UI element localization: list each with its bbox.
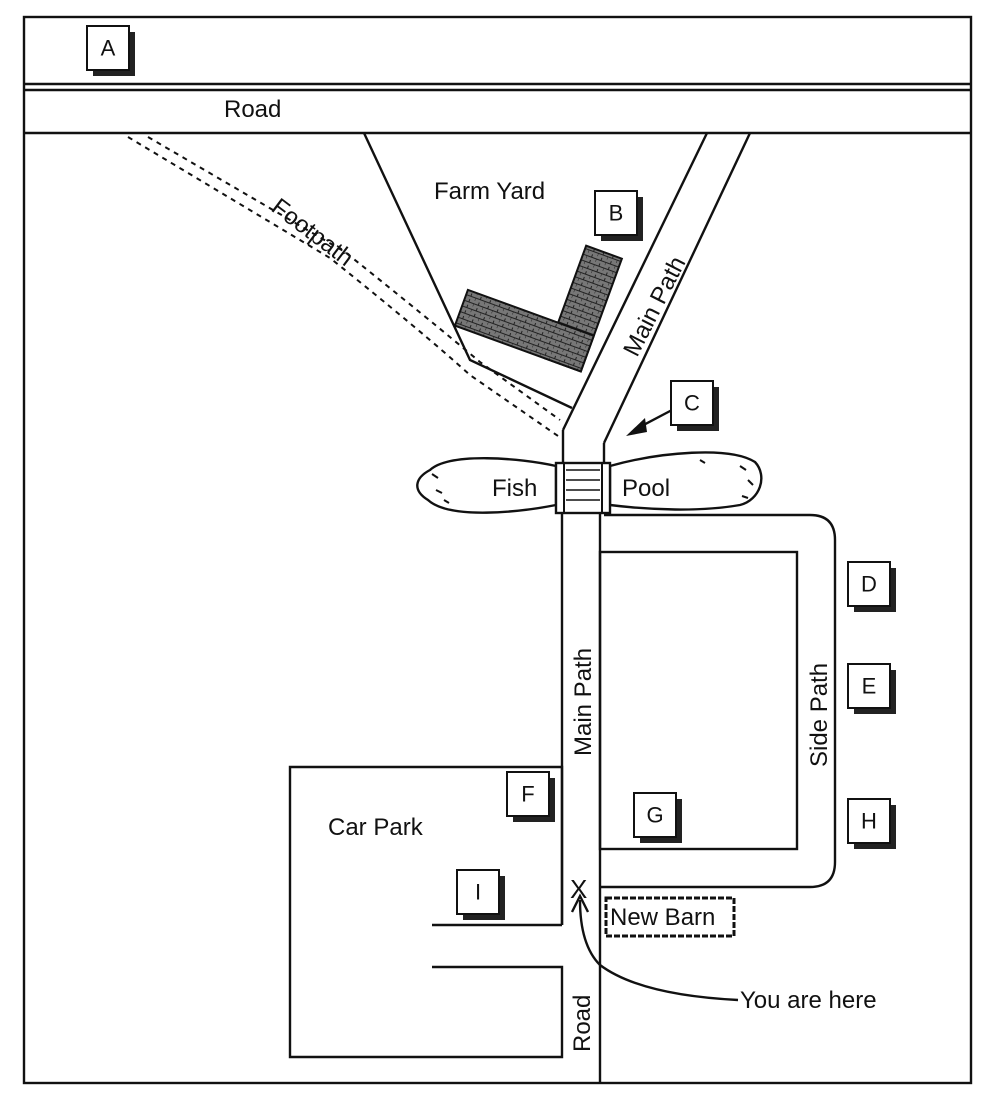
marker-f: F — [506, 771, 555, 822]
fish-pool — [416, 451, 763, 514]
marker-h: H — [847, 798, 896, 849]
road-top-label: Road — [224, 96, 281, 123]
new-barn-label: New Barn — [610, 904, 715, 931]
farm-yard-label: Farm Yard — [434, 178, 545, 205]
you-are-here-arrow — [578, 899, 739, 1002]
side-path-outer — [600, 513, 837, 889]
side-path-label: Side Path — [806, 663, 833, 767]
marker-label: F — [521, 782, 534, 807]
marker-e: E — [847, 663, 896, 714]
marker-label: H — [861, 809, 877, 834]
footpath-line-2 — [147, 136, 561, 421]
main-path-upper-left-edge — [561, 132, 709, 431]
marker-label: C — [684, 391, 700, 416]
x-mark: X — [570, 874, 587, 904]
pool-label: Pool — [622, 475, 670, 502]
markers: A B C D E F G H I — [86, 25, 896, 920]
marker-d: D — [847, 561, 896, 612]
marker-label: E — [862, 674, 877, 699]
marker-label: G — [646, 803, 663, 828]
side-path-inner-field — [598, 550, 799, 851]
marker-b: B — [594, 190, 643, 241]
road-bottom-label: Road — [569, 995, 596, 1052]
you-are-here-arrowhead — [570, 893, 590, 913]
main-path-upper-label: Main Path — [618, 252, 691, 361]
footpath-line-1 — [127, 136, 559, 437]
farm-yard-outline — [362, 132, 573, 410]
map-border — [22, 15, 973, 1085]
marker-label: B — [609, 201, 624, 226]
main-path-upper-right-edge — [602, 132, 752, 444]
pool-shore-texture — [431, 459, 754, 504]
marker-c: C — [670, 380, 719, 431]
car-park-outline — [288, 765, 564, 1059]
new-barn — [604, 896, 736, 938]
marker-label: D — [861, 572, 877, 597]
marker-g: G — [633, 792, 682, 843]
footpath-label: Footpath — [266, 193, 358, 272]
marker-label: A — [101, 36, 116, 61]
farm-building — [453, 244, 624, 373]
main-path-lower-label: Main Path — [570, 648, 597, 756]
fish-label: Fish — [492, 475, 537, 502]
you-are-here-label: You are here — [740, 987, 877, 1014]
marker-label: I — [475, 880, 481, 905]
marker-i: I — [456, 869, 505, 920]
car-park-label: Car Park — [328, 814, 424, 841]
bridge — [554, 461, 612, 515]
marker-a: A — [86, 25, 135, 76]
c-pointer-arrowhead — [626, 418, 647, 436]
